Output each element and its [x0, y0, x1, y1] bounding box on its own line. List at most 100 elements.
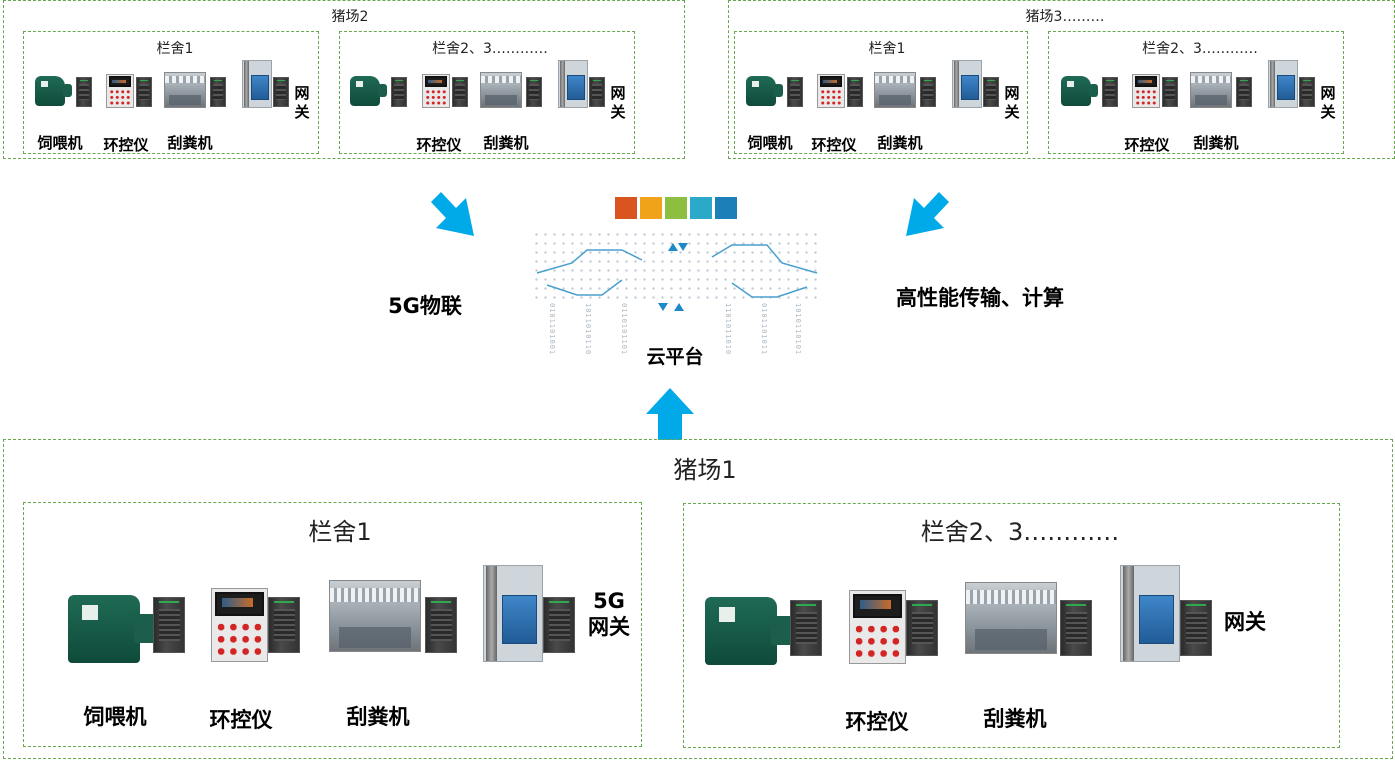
right-caption-compute: 高性能传输、计算: [896, 286, 1064, 310]
farm1-pen23-controller-icon-3: [1060, 600, 1092, 656]
farm1-pen1-controller-icon: [153, 597, 185, 653]
farm2-pen23-scraper-label: 刮粪机: [483, 134, 529, 152]
farm2-pen23-controller-icon-2: [452, 77, 468, 107]
farm1-pen23-controller-icon: [790, 600, 822, 656]
left-caption-5g: 5G物联: [388, 294, 462, 318]
farm2-pen1-title: 栏舍1: [156, 41, 194, 57]
farm2-pen23-gateway-label: 网 关: [610, 84, 626, 121]
binary-column: 1010110101: [794, 303, 802, 356]
farm2-pen23-scraper-icon: [480, 72, 522, 108]
farm1-pen1-env-icon: [211, 588, 268, 662]
farm2-pen1-controller-icon: [76, 77, 92, 107]
farm1-pen1-feeder-icon: [68, 595, 156, 663]
cloud-tile-icon-2: [640, 197, 662, 219]
farm1-pen23-gateway-icon: [1120, 565, 1180, 662]
farm3-pen1-gateway-icon: [952, 60, 982, 108]
farm3-pen1-feeder-icon: [746, 76, 783, 106]
farm2-box: [3, 0, 685, 159]
binary-column: 0110101101: [620, 303, 628, 356]
farm3-pen23-box: [1048, 31, 1344, 154]
farm1-title: 猪场1: [673, 456, 737, 484]
farm3-pen23-gateway-icon: [1268, 60, 1298, 108]
farm3-pen1-env-label: 环控仪: [811, 136, 857, 154]
farm3-pen23-controller-icon-2: [1162, 77, 1178, 107]
farm2-pen1-env-icon: [106, 74, 134, 108]
farm3-pen1-gateway-label: 网 关: [1004, 84, 1020, 121]
farm3-pen1-env-icon: [817, 74, 845, 108]
farm1-pen23-env-icon: [849, 590, 906, 664]
farm2-pen1-controller-icon-2: [136, 77, 152, 107]
farm2-pen1-feeder-icon: [35, 76, 72, 106]
cloud-tile-icon-4: [690, 197, 712, 219]
farm3-pen23-feeder-icon: [1061, 76, 1098, 106]
farm3-pen23-gateway-label: 网 关: [1320, 84, 1336, 121]
farm2-pen23-controller-icon-4: [589, 77, 605, 107]
farm2-pen1-scraper-icon: [164, 72, 206, 108]
farm3-pen1-title: 栏舍1: [868, 41, 906, 57]
farm3-pen1-scraper-label: 刮粪机: [877, 134, 923, 152]
farm1-pen23-controller-icon-2: [906, 600, 938, 656]
arrow-down-right-icon: [431, 192, 474, 236]
farm3-pen23-env-icon: [1132, 74, 1160, 108]
binary-column: 1011010110: [584, 303, 592, 356]
farm3-pen1-box: [734, 31, 1028, 154]
farm2-pen23-feeder-icon: [350, 76, 387, 106]
farm2-pen1-env-label: 环控仪: [103, 136, 149, 154]
farm3-pen23-env-label: 环控仪: [1124, 136, 1170, 154]
farm2-pen1-box: [23, 31, 319, 154]
arrow-up-icon: [646, 388, 694, 440]
arrow-down-left-icon: [906, 192, 949, 236]
farm1-pen1-controller-icon-2: [268, 597, 300, 653]
farm1-pen1-gateway-label: 5G 网关: [588, 589, 630, 639]
farm2-pen1-controller-icon-3: [210, 77, 226, 107]
farm1-pen1-controller-icon-4: [543, 597, 575, 653]
farm3-pen23-title: 栏舍2、3…………: [1142, 41, 1258, 57]
farm2-pen1-controller-icon-4: [273, 77, 289, 107]
farm1-pen1-box: [23, 502, 642, 747]
cloud-dots: [532, 230, 822, 300]
farm3-pen1-controller-icon-2: [847, 77, 863, 107]
farm1-pen23-controller-icon-4: [1180, 600, 1212, 656]
cloud-platform-label: 云平台: [646, 346, 704, 368]
farm1-pen1-env-label: 环控仪: [209, 708, 273, 732]
cloud-tile-icon-5: [715, 197, 737, 219]
farm2-pen23-title: 栏舍2、3…………: [432, 41, 548, 57]
cloud-tile-icon-3: [665, 197, 687, 219]
farm1-pen1-title: 栏舍1: [308, 518, 372, 546]
farm2-pen23-env-label: 环控仪: [416, 136, 462, 154]
farm3-pen23-scraper-icon: [1190, 72, 1232, 108]
farm2-pen1-gateway-label: 网 关: [294, 84, 310, 121]
farm2-pen1-feeder-label: 饲喂机: [37, 134, 83, 152]
farm3-pen23-controller-icon-4: [1299, 77, 1315, 107]
farm2-pen23-env-icon: [422, 74, 450, 108]
farm2-pen23-controller-icon: [391, 77, 407, 107]
farm1-pen23-feeder-icon: [705, 597, 793, 665]
cloud-platform-graphic: 0101101001 1011010110 0110101101 1101011…: [532, 195, 822, 385]
binary-column: 1101011010: [724, 303, 732, 356]
farm2-pen23-controller-icon-3: [526, 77, 542, 107]
cloud-circuit-lines: [536, 243, 818, 311]
farm1-pen23-env-label: 环控仪: [845, 710, 909, 734]
farm1-pen1-gateway-icon: [483, 565, 543, 662]
farm3-pen23-controller-icon: [1102, 77, 1118, 107]
farm3-pen1-controller-icon-3: [920, 77, 936, 107]
farm2-title: 猪场2: [331, 9, 369, 25]
farm3-pen1-controller-icon: [787, 77, 803, 107]
farm1-pen1-feeder-label: 饲喂机: [83, 705, 147, 729]
farm2-pen23-box: [339, 31, 635, 154]
farm3-pen1-feeder-label: 饲喂机: [747, 134, 793, 152]
farm1-pen1-scraper-label: 刮粪机: [346, 705, 410, 729]
farm1-pen23-scraper-label: 刮粪机: [983, 707, 1047, 731]
farm1-pen23-title: 栏舍2、3…………: [920, 518, 1120, 546]
binary-column: 0101101011: [760, 303, 768, 356]
farm1-pen1-scraper-icon: [329, 580, 421, 652]
farm1-pen1-controller-icon-3: [425, 597, 457, 653]
farm3-pen1-controller-icon-4: [983, 77, 999, 107]
farm3-pen23-controller-icon-3: [1236, 77, 1252, 107]
farm2-pen23-gateway-icon: [558, 60, 588, 108]
farm3-pen23-scraper-label: 刮粪机: [1193, 134, 1239, 152]
binary-column: 0101101001: [548, 303, 556, 356]
cloud-tile-icon-1: [615, 197, 637, 219]
farm1-pen23-box: [683, 503, 1340, 748]
farm1-pen23-gateway-label: 网关: [1224, 610, 1266, 634]
